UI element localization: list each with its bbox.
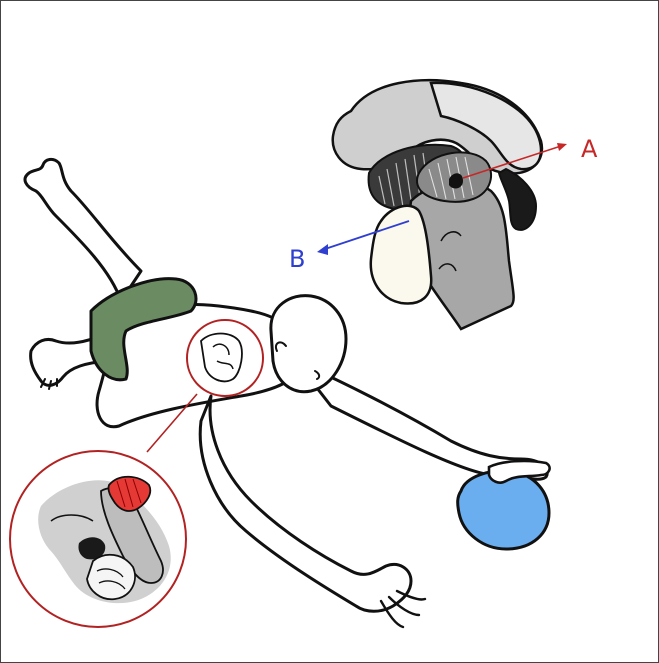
shoulder-joint-icon [333, 80, 542, 329]
back-leg [25, 159, 141, 301]
label-b: B [289, 245, 305, 273]
bursa-shape [371, 206, 431, 304]
label-a: A [581, 135, 598, 163]
magnifier-circle-icon [10, 451, 186, 627]
